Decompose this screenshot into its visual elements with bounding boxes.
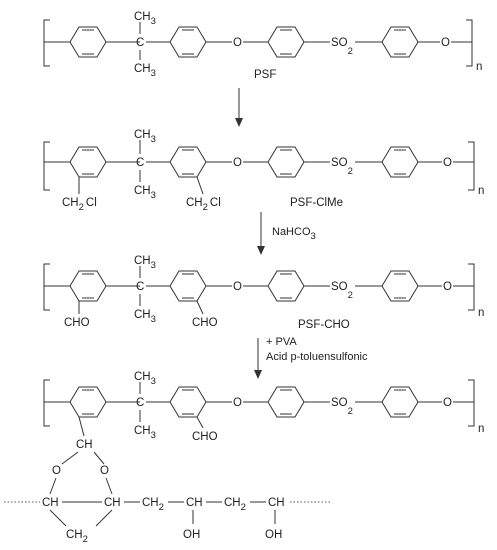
structure-psf: C CH3 CH3 O SO2 O n PSF — [43, 11, 482, 81]
methyl-top: CH3 — [134, 129, 156, 145]
hydroxyl-2: OH — [265, 529, 282, 541]
benzene-ring-1 — [69, 146, 107, 178]
benzene-ring-1 — [69, 26, 107, 58]
ether-oxygen-2: O — [443, 157, 452, 169]
arrow-2: NaHCO3 — [257, 212, 316, 255]
benzene-ring-2 — [169, 270, 207, 302]
methyl-bottom: CH3 — [134, 63, 156, 79]
ether-oxygen-1: O — [233, 397, 242, 409]
pva-ch2-bottom: CH2 — [66, 529, 88, 545]
pva-ch-right: CH — [104, 497, 121, 509]
right-bracket — [466, 19, 473, 67]
benzene-ring-2 — [169, 386, 207, 418]
benzene-ring-3 — [267, 386, 305, 418]
acetal-ch: CH — [76, 439, 93, 451]
left-bracket — [43, 263, 50, 311]
right-bracket — [468, 141, 475, 191]
ether-oxygen-1: O — [233, 281, 242, 293]
benzene-ring-3 — [267, 146, 305, 178]
repeat-n: n — [478, 307, 484, 319]
ether-oxygen-2: O — [441, 37, 450, 49]
acetal-ring: CH O O CH CH CH2 — [42, 439, 121, 545]
arrow-3: + PVA Acid p-toluensulfonic — [254, 336, 368, 379]
pva-ch-2: CH — [268, 497, 285, 509]
pva-ch-left: CH — [42, 497, 59, 509]
structure-name: PSF-ClMe — [290, 197, 343, 209]
benzene-ring-3 — [267, 270, 305, 302]
methyl-top: CH3 — [134, 11, 156, 27]
benzene-ring-2 — [169, 26, 207, 58]
benzene-ring-1 — [69, 270, 107, 302]
methyl-bottom: CH3 — [134, 425, 156, 441]
aldehyde-2: CHO — [192, 317, 218, 329]
benzene-ring-4 — [381, 146, 419, 178]
ether-oxygen-1: O — [233, 37, 242, 49]
benzene-ring-2 — [169, 146, 207, 178]
quaternary-carbon: C — [136, 37, 144, 49]
reagent-label: NaHCO3 — [272, 226, 316, 242]
sulfone-group: SO2 — [331, 397, 353, 417]
left-bracket — [43, 19, 50, 67]
ether-oxygen-2: O — [443, 397, 452, 409]
right-bracket — [468, 263, 475, 311]
reagent-label-2: Acid p-toluensulfonic — [266, 351, 368, 363]
structure-acetal-product: C CH3 CH3 CHO O SO2 O n CH — [4, 371, 484, 545]
benzene-ring-3 — [267, 26, 305, 58]
methyl-top: CH3 — [134, 255, 156, 271]
pva-ch2-1: CH2 — [142, 497, 164, 513]
hydroxyl-1: OH — [183, 529, 200, 541]
repeat-n: n — [478, 423, 484, 435]
repeat-n: n — [476, 61, 482, 73]
methyl-bottom: CH3 — [134, 185, 156, 201]
quaternary-carbon: C — [136, 157, 144, 169]
left-bracket — [43, 379, 50, 427]
arrow-1 — [235, 88, 243, 127]
acetal-oxygen-left: O — [52, 465, 61, 477]
ether-oxygen-1: O — [233, 157, 242, 169]
benzene-ring-4 — [381, 386, 419, 418]
methyl-top: CH3 — [134, 371, 156, 387]
sulfone-group: SO2 — [331, 157, 353, 177]
aldehyde-2: CHO — [192, 431, 218, 443]
sulfone-group: SO2 — [331, 281, 353, 301]
quaternary-carbon: C — [136, 281, 144, 293]
pva-ch-1: CH — [186, 497, 203, 509]
structure-name: PSF-CHO — [298, 319, 350, 331]
repeat-n: n — [478, 185, 484, 197]
structure-name: PSF — [254, 69, 276, 81]
acetal-oxygen-right: O — [100, 465, 109, 477]
quaternary-carbon: C — [136, 397, 144, 409]
methyl-bottom: CH3 — [134, 309, 156, 325]
benzene-ring-4 — [381, 270, 419, 302]
right-bracket — [468, 379, 475, 427]
aldehyde-1: CHO — [64, 317, 90, 329]
benzene-ring-4 — [381, 26, 419, 58]
pva-chain: CH2 CH OH CH2 CH OH — [4, 497, 330, 541]
structure-psf-cho: CHO C CH3 CH3 CHO O SO2 O n PSF- — [43, 255, 484, 331]
ether-oxygen-2: O — [443, 281, 452, 293]
pva-ch2-2: CH2 — [224, 497, 246, 513]
reagent-label-1: + PVA — [266, 336, 297, 348]
sulfone-group: SO2 — [331, 37, 353, 57]
benzene-ring-1 — [69, 386, 107, 418]
left-bracket — [43, 141, 50, 191]
